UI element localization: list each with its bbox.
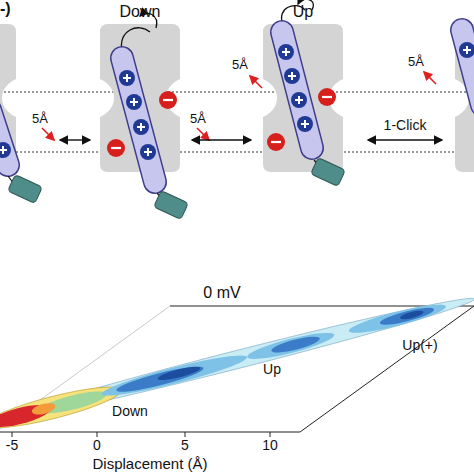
partial-panel	[0, 24, 16, 172]
state-panel: Down	[100, 2, 180, 172]
state-label: Down	[100, 2, 180, 22]
displacement-label: 5Å	[32, 112, 48, 126]
axis-title: Displacement (Å)	[92, 456, 207, 473]
tick-label: -5	[6, 438, 18, 453]
displacement-label: 5Å	[190, 112, 206, 126]
partial-panel	[455, 24, 474, 172]
displacement-label: 5Å	[408, 55, 424, 69]
displacement-label: 5Å	[232, 58, 248, 72]
transition-label: 1-Click	[384, 118, 427, 133]
state-peak-label: Up(+)	[402, 338, 437, 353]
state-label: Up	[263, 2, 343, 22]
transition-arrow	[192, 139, 251, 140]
panel-outline	[263, 24, 343, 172]
panel-outline	[100, 24, 180, 172]
contour-plot	[0, 289, 474, 437]
state-panel: Up	[263, 2, 343, 172]
tick-label: 0	[93, 438, 101, 453]
state-peak-label: Down	[112, 404, 148, 419]
voltage-label: 0 mV	[203, 284, 240, 302]
tick-label: 10	[262, 438, 278, 453]
tick-label: 5	[181, 438, 189, 453]
state-peak-label: Up	[263, 362, 281, 377]
panel-letter: -)	[0, 0, 11, 18]
